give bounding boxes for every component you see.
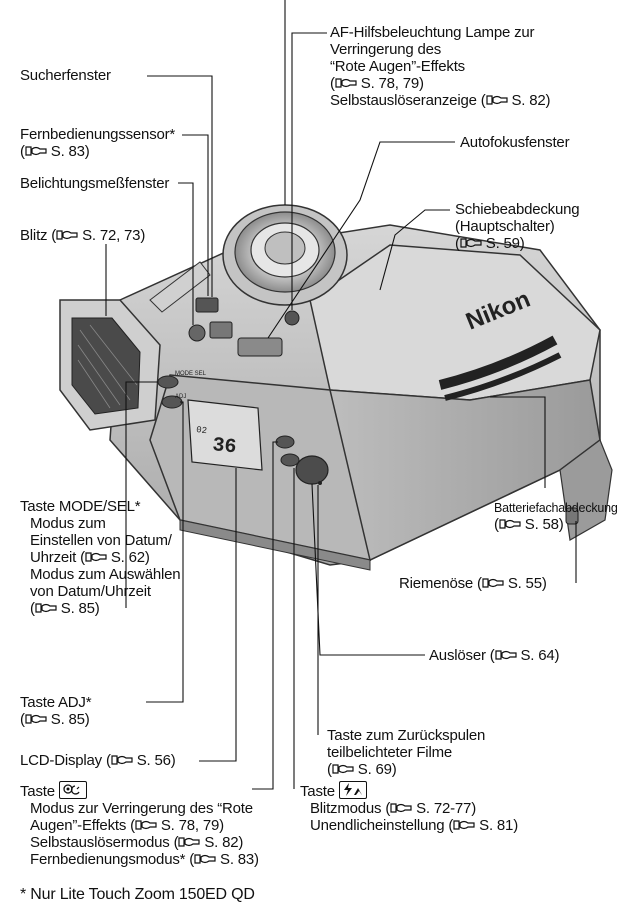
page-ref-icon <box>335 76 357 88</box>
label-autofokusfenster: Autofokusfenster <box>460 134 569 151</box>
page-ref-icon <box>332 762 354 774</box>
page-ref-icon <box>56 228 78 240</box>
page-ref-icon <box>453 818 475 830</box>
label-taste-adj: Taste ADJ* ( S. 85) <box>20 694 91 728</box>
page-ref-icon <box>482 576 504 588</box>
label-taste-zurueckspulen: Taste zum Zurückspulen teilbelichteter F… <box>327 727 485 778</box>
page-ref-icon <box>390 801 412 813</box>
page-ref-icon <box>486 93 508 105</box>
footnote: * Nur Lite Touch Zoom 150ED QD <box>20 886 255 903</box>
label-blitz: Blitz ( S. 72, 73) <box>20 227 145 244</box>
label-taste-blitzmodus: Taste Blitzmodus ( S. 72-77) Unendlichei… <box>300 781 518 834</box>
page-ref-icon <box>25 144 47 156</box>
label-riemenoese: Riemenöse ( S. 55) <box>399 575 547 592</box>
label-af-hilfsbeleuchtung: AF-Hilfsbeleuchtung Lampe zur Verringeru… <box>330 24 550 109</box>
label-belichtungsmessfenster: Belichtungsmeßfenster <box>20 175 169 192</box>
label-fernbedienungssensor: Fernbedienungssensor* ( S. 83) <box>20 126 175 160</box>
page-ref-icon <box>25 712 47 724</box>
label-taste-rote-augen: Taste Modus zur Verringerung des “Rote A… <box>20 781 259 868</box>
mode-sel-print: MODE SEL <box>175 371 207 377</box>
lcd-small-digits: 02 <box>196 425 208 436</box>
page-ref-icon <box>111 753 133 765</box>
flash-infinity-icon <box>339 781 367 799</box>
label-schiebeabdeckung: Schiebeabdeckung (Hauptschalter) ( S. 59… <box>455 201 579 252</box>
page-ref-icon <box>178 835 200 847</box>
label-lcd-display: LCD-Display ( S. 56) <box>20 752 176 769</box>
label-taste-mode-sel: Taste MODE/SEL* Modus zum Einstellen von… <box>20 498 180 617</box>
page-ref-icon <box>194 852 216 864</box>
label-batteriefachabdeckung: Batteriefachabdeckung ( S. 58) <box>494 501 618 533</box>
label-ausloeser: Auslöser ( S. 64) <box>429 647 559 664</box>
page-ref-icon <box>495 648 517 660</box>
page-ref-icon <box>460 236 482 248</box>
adj-print: ADJ <box>175 394 186 400</box>
page-ref-icon <box>499 517 521 529</box>
page-ref-icon <box>35 601 57 613</box>
page-ref-icon <box>135 818 157 830</box>
label-sucherfenster: Sucherfenster <box>20 67 111 84</box>
lcd-frame-counter: 36 <box>211 434 237 459</box>
page-ref-icon <box>85 550 107 562</box>
red-eye-self-timer-icon <box>59 781 87 799</box>
